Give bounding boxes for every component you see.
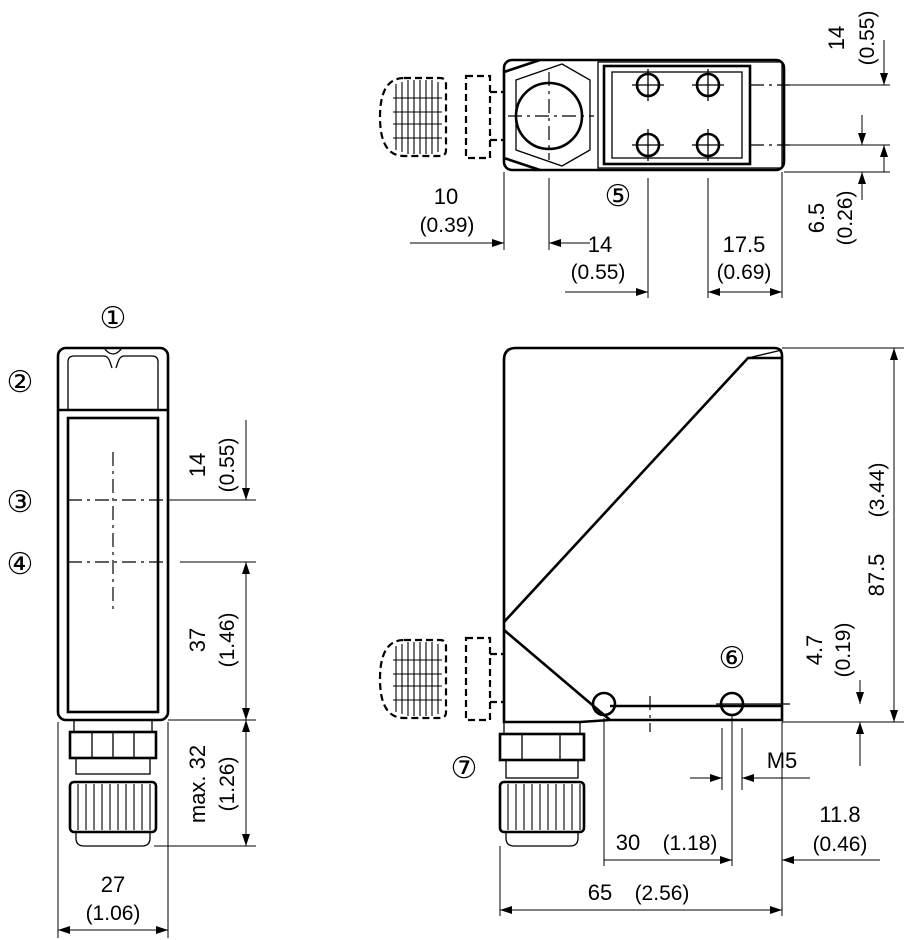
dim-left-max32: max. 32 (185, 745, 210, 823)
dim-top-14b: 14 (588, 232, 612, 257)
dim-left-14: 14 (185, 453, 210, 477)
top-view-body (502, 58, 786, 172)
top-view-screw-holes (632, 69, 724, 161)
top-view-hex-nut (515, 63, 591, 167)
side-view-connector-dashed (378, 636, 504, 722)
front-view-connector (68, 719, 158, 847)
dim-top-10-inch: (0.39) (420, 214, 475, 237)
dim-top-17-5-inch: (0.69) (717, 261, 772, 284)
dim-right-65: 65 (588, 880, 612, 905)
dim-right-87-5: 87.5 (864, 554, 889, 597)
dim-top-17-5: 17.5 (723, 232, 766, 257)
dim-left-37: 37 (185, 628, 210, 652)
dim-top-14b-inch: (0.55) (571, 261, 626, 284)
dim-right-87-5-inch: (3.44) (866, 463, 889, 518)
dim-left-max32-inch: (1.26) (216, 757, 239, 812)
dim-top-6-5-inch: (0.26) (834, 191, 857, 246)
callout-3: ③ (7, 486, 34, 519)
dim-left-14-inch: (0.55) (216, 438, 239, 493)
dim-right-4-7: 4.7 (802, 635, 827, 666)
side-view-mounting-holes (591, 691, 790, 732)
callout-2: ② (7, 366, 34, 399)
dim-right-11-8: 11.8 (819, 802, 860, 827)
dim-top-10: 10 (434, 184, 458, 209)
dim-right-30-inch: (1.18) (663, 832, 718, 855)
callout-4: ④ (7, 548, 34, 581)
top-view-connector-dashed (378, 74, 504, 160)
dim-right-4-7-inch: (0.19) (832, 623, 855, 678)
front-view (56, 346, 256, 938)
dim-right-m5: M5 (767, 748, 798, 773)
callout-6: ⑥ (719, 642, 746, 675)
dim-right-65-inch: (2.56) (635, 882, 690, 905)
callout-1: ① (100, 302, 127, 335)
top-view (378, 40, 890, 298)
dim-top-14: 14 (824, 26, 849, 50)
side-view-connector (498, 721, 586, 847)
dim-left-37-inch: (1.46) (216, 613, 239, 668)
callout-7: ⑦ (451, 752, 478, 785)
dim-right-11-8-inch: (0.46) (813, 833, 868, 856)
side-view (378, 346, 904, 916)
callout-5: ⑤ (605, 180, 632, 213)
dim-left-27: 27 (101, 872, 125, 897)
dim-top-6-5: 6.5 (804, 203, 829, 234)
dim-right-30: 30 (616, 830, 640, 855)
dim-top-14-inch: (0.55) (856, 11, 879, 66)
dim-left-27-inch: (1.06) (86, 902, 141, 925)
